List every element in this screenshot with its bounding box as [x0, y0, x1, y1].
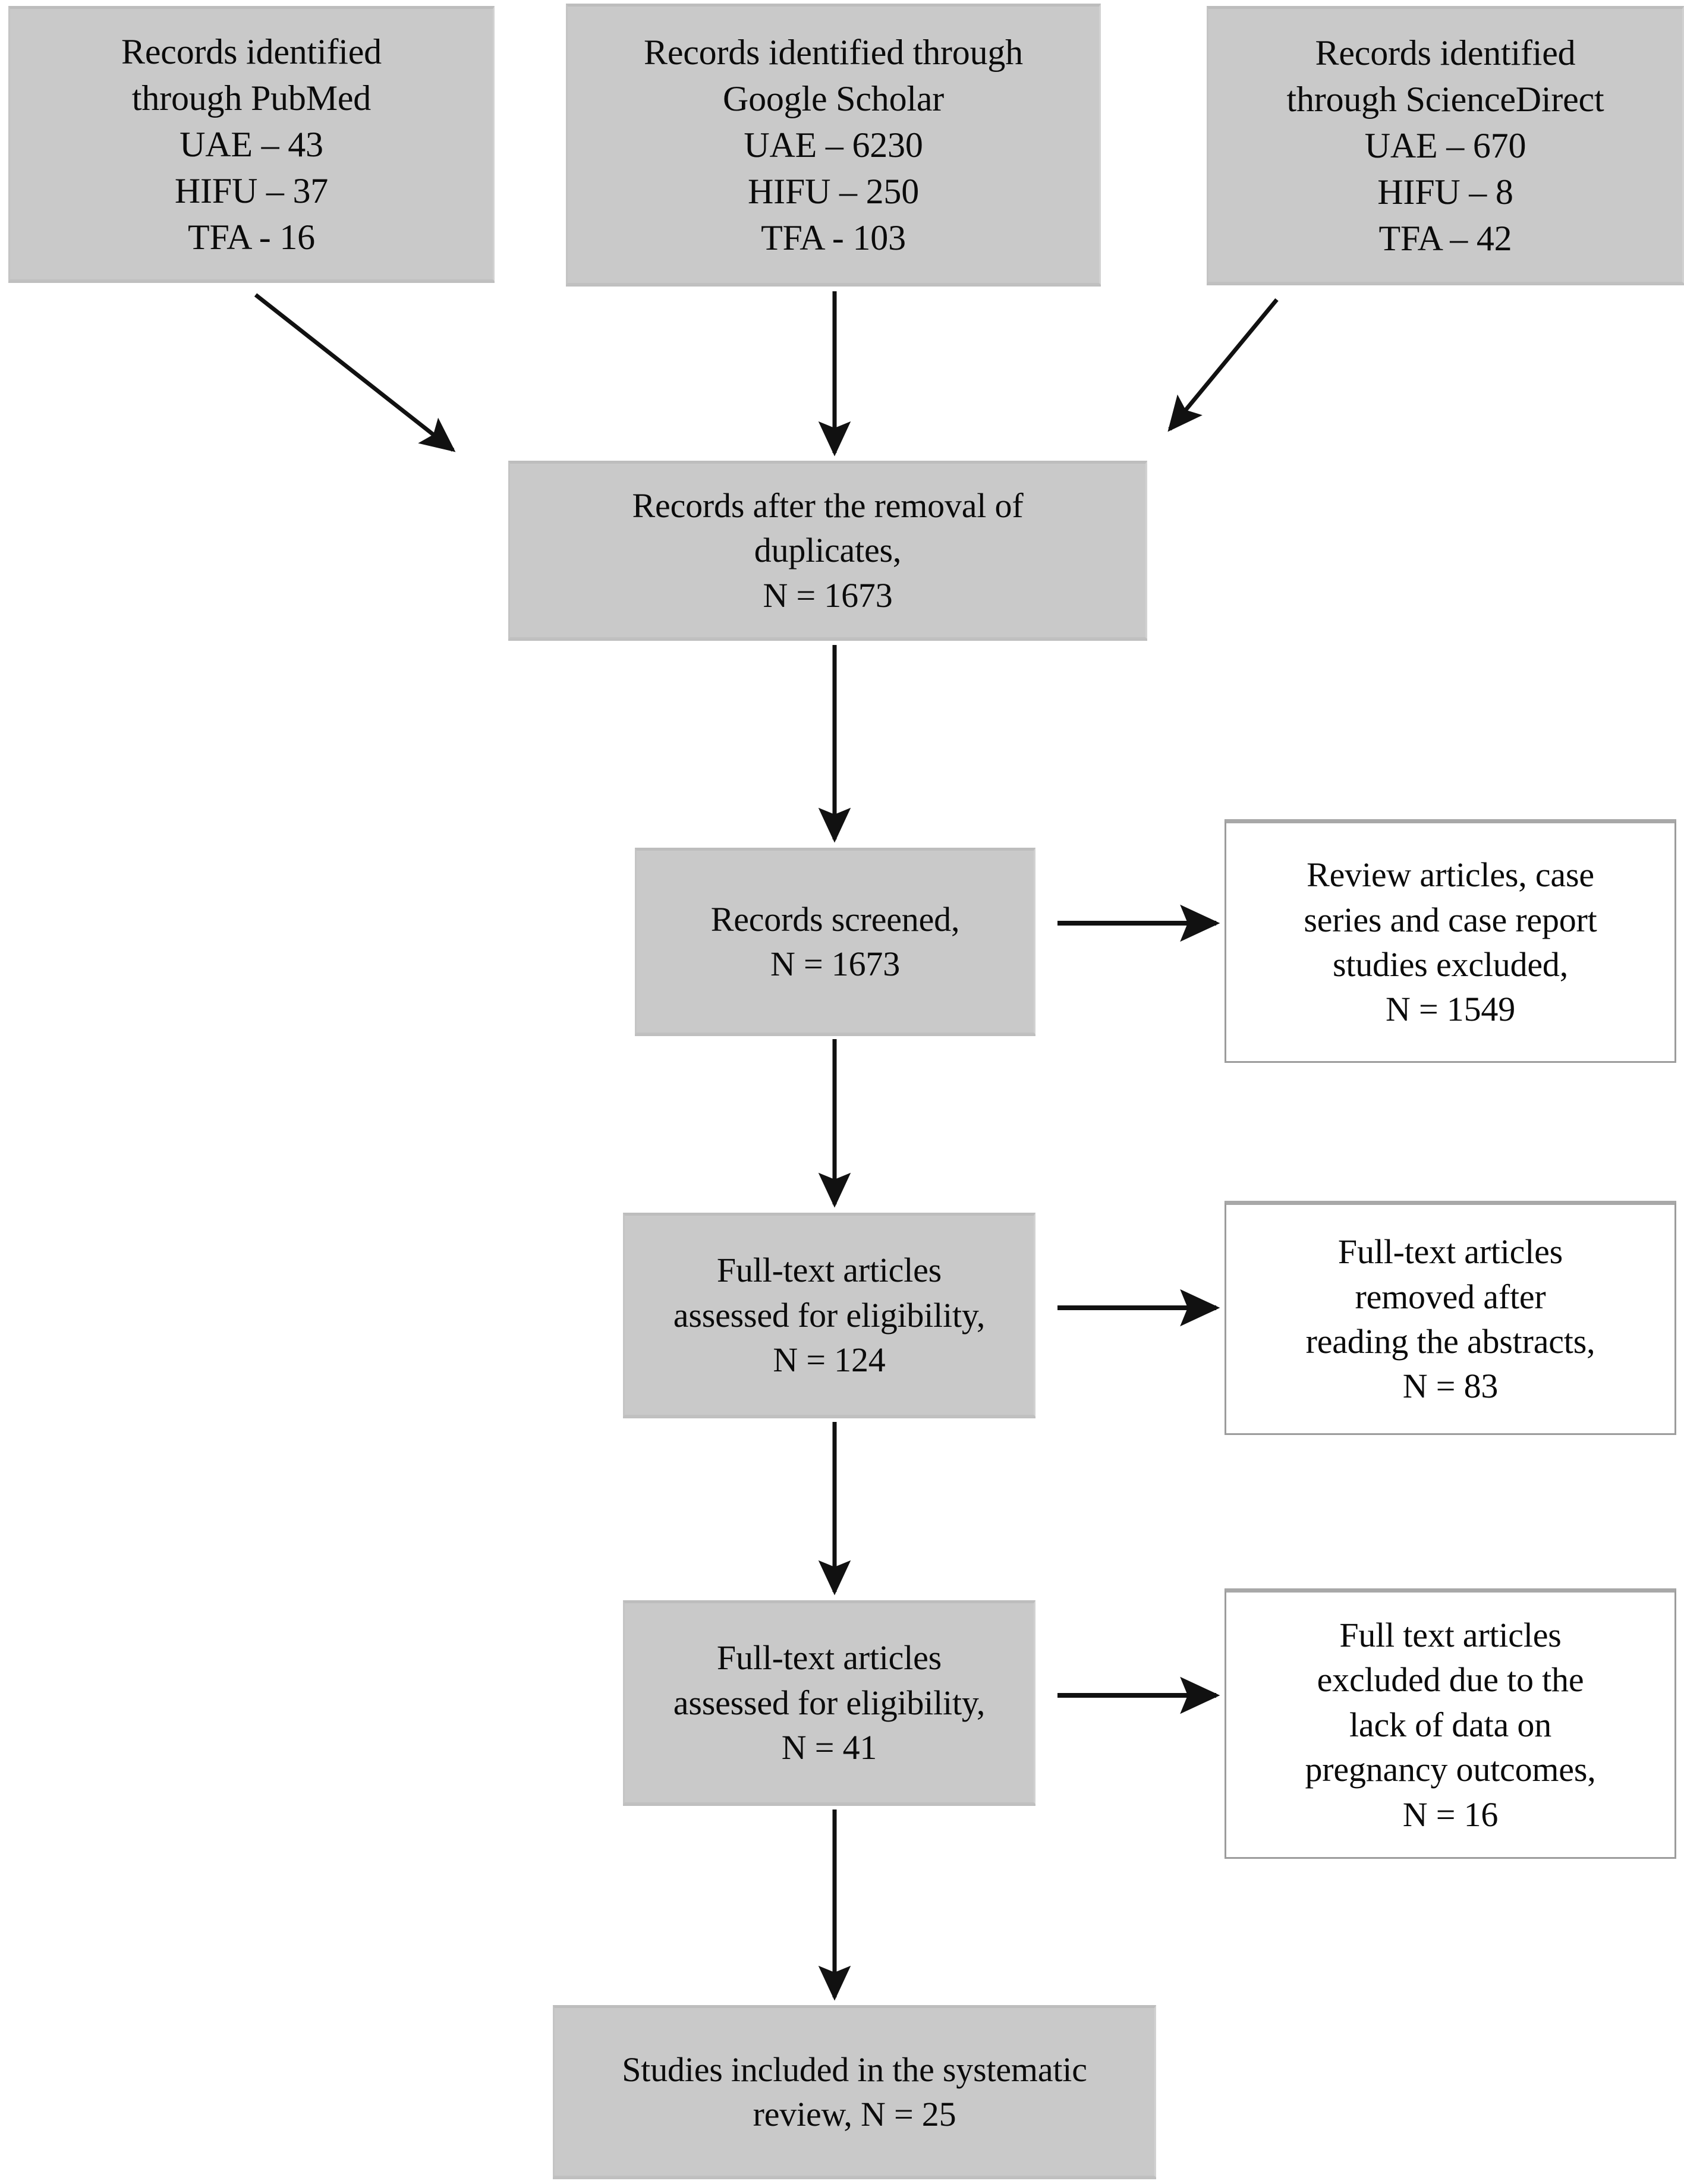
node-line: N = 83	[1402, 1367, 1499, 1406]
node-line: review, N = 25	[753, 2095, 956, 2133]
node-line: duplicates,	[754, 531, 902, 570]
node-line: Records screened,	[710, 899, 960, 939]
node-records-identified-sciencedirect: Records identified through ScienceDirect…	[1207, 6, 1684, 284]
node-fulltext-assessed-41: Full-text articles assessed for eligibil…	[623, 1600, 1035, 1804]
node-fulltext-assessed-124: Full-text articles assessed for eligibil…	[623, 1213, 1035, 1417]
node-records-identified-pubmed: Records identified through PubMed UAE – …	[8, 6, 495, 281]
node-line: Studies included in the systematic	[622, 2050, 1087, 2089]
node-line: N = 41	[781, 1728, 877, 1767]
node-line: TFA - 16	[188, 217, 315, 257]
node-line: N = 124	[773, 1340, 886, 1380]
node-line: Full-text articles	[1337, 1232, 1563, 1272]
node-line: TFA - 103	[761, 218, 906, 257]
node-excluded-review-articles: Review articles, case series and case re…	[1225, 819, 1676, 1063]
node-line: N = 16	[1402, 1795, 1499, 1834]
node-excluded-after-abstracts: Full-text articles removed after reading…	[1225, 1201, 1676, 1435]
node-line: Full text articles	[1339, 1616, 1562, 1655]
node-line: UAE – 43	[180, 124, 323, 164]
node-line: Records identified through	[644, 32, 1023, 72]
node-records-after-duplicates: Records after the removal of duplicates,…	[508, 461, 1147, 639]
node-line: N = 1673	[763, 575, 893, 615]
node-line: lack of data on	[1349, 1705, 1552, 1744]
node-line: excluded due to the	[1317, 1660, 1584, 1700]
node-line: series and case report	[1304, 900, 1597, 939]
node-line: Records after the removal of	[632, 486, 1024, 525]
node-line: Review articles, case	[1307, 855, 1594, 895]
node-records-screened: Records screened, N = 1673	[635, 848, 1035, 1034]
edge-sciencedirect-to-duplicates	[1167, 298, 1279, 432]
edge-pubmed-to-duplicates	[254, 293, 456, 452]
node-line: N = 1673	[770, 945, 900, 983]
node-records-identified-google-scholar: Records identified through Google Schola…	[566, 4, 1101, 285]
node-excluded-no-pregnancy-data: Full text articles excluded due to the l…	[1225, 1588, 1676, 1859]
node-line: HIFU – 250	[747, 171, 919, 211]
node-line: UAE – 670	[1364, 125, 1526, 165]
node-line: UAE – 6230	[744, 125, 923, 165]
node-line: reading the abstracts,	[1305, 1322, 1595, 1361]
node-studies-included: Studies included in the systematic revie…	[553, 2005, 1156, 2177]
node-line: Records identified	[1315, 33, 1576, 73]
node-line: N = 1549	[1386, 990, 1515, 1029]
node-line: Full-text articles	[716, 1251, 942, 1290]
node-line: HIFU – 8	[1377, 172, 1513, 212]
node-line: assessed for eligibility,	[673, 1295, 986, 1335]
node-line: Records identified	[121, 32, 382, 71]
node-line: assessed for eligibility,	[673, 1683, 986, 1722]
node-line: through ScienceDirect	[1286, 79, 1604, 119]
node-line: pregnancy outcomes,	[1305, 1750, 1596, 1789]
node-line: Google Scholar	[722, 78, 945, 118]
node-line: studies excluded,	[1332, 945, 1569, 984]
node-line: through PubMed	[131, 78, 372, 118]
node-line: HIFU – 37	[174, 171, 329, 210]
node-line: Full-text articles	[716, 1638, 942, 1678]
node-line: removed after	[1355, 1277, 1546, 1316]
node-line: TFA – 42	[1378, 218, 1512, 258]
